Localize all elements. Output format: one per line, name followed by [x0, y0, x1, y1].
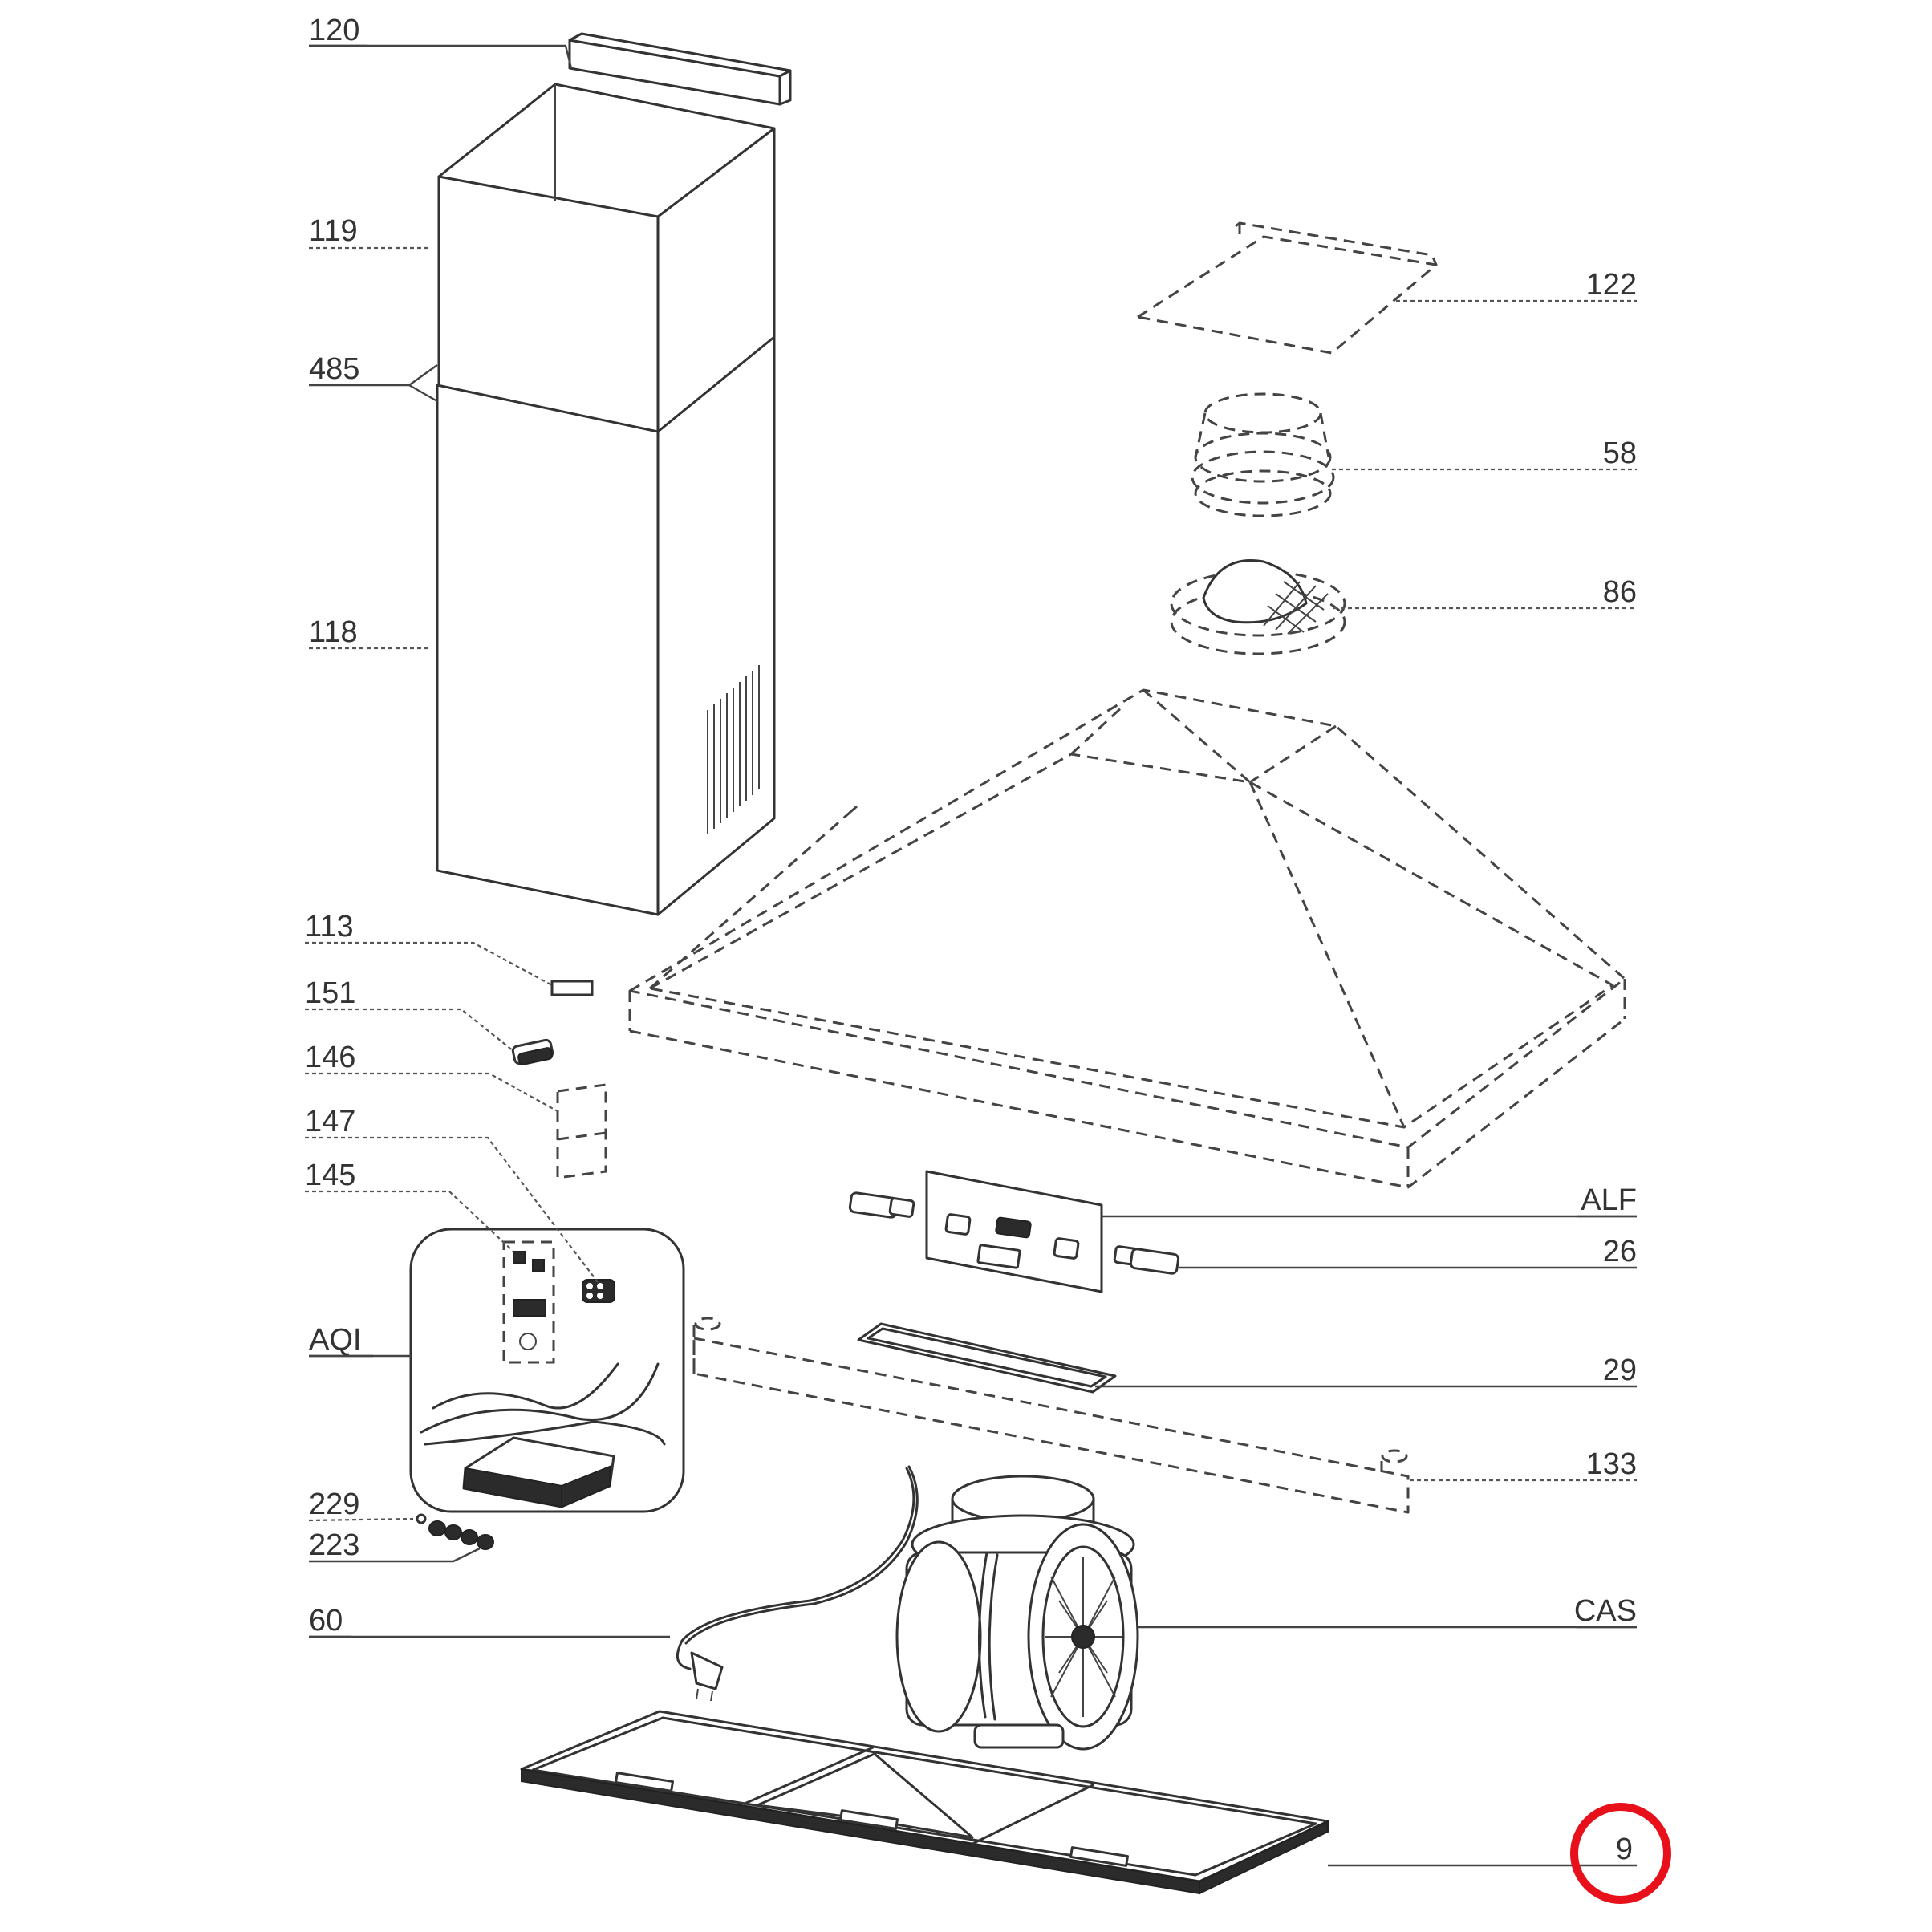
label-133: 133: [1586, 1447, 1637, 1481]
part-151-socket[interactable]: [511, 1038, 554, 1065]
label-58: 58: [1603, 436, 1637, 470]
leader-lines: [305, 44, 1637, 1867]
label-113: 113: [305, 910, 354, 944]
part-147-connector[interactable]: [582, 1279, 615, 1303]
power-plug[interactable]: [690, 1651, 724, 1702]
part-cas-blower[interactable]: [895, 1475, 1139, 1751]
part-145-control-board[interactable]: [502, 1240, 555, 1364]
label-aqi: AQI: [309, 1323, 361, 1357]
part-119-upper-chimney[interactable]: [437, 83, 776, 435]
label-underlines: [309, 44, 1637, 1638]
aqi-kit-box[interactable]: [409, 1228, 685, 1513]
part-labels: 120 119 485 118 113 151 146 147 145 AQI …: [305, 14, 1637, 1866]
label-86: 86: [1603, 575, 1637, 609]
label-cas: CAS: [1574, 1594, 1637, 1628]
knob-right[interactable]: [1113, 1245, 1180, 1275]
label-26: 26: [1603, 1235, 1637, 1268]
part-9-grease-filters[interactable]: [520, 1710, 1329, 1895]
part-229-223-knobs[interactable]: [416, 1513, 494, 1550]
vent-slots: [707, 665, 760, 834]
knob-left[interactable]: [848, 1191, 915, 1219]
label-223: 223: [309, 1528, 359, 1562]
label-145: 145: [305, 1159, 355, 1192]
label-119: 119: [309, 214, 358, 248]
part-122-plate[interactable]: [1136, 221, 1438, 355]
label-120: 120: [309, 14, 359, 47]
part-58-duct-collar[interactable]: [1191, 392, 1335, 518]
part-146-bracket[interactable]: [556, 1083, 607, 1179]
part-120-chimney-bracket[interactable]: [568, 32, 792, 106]
label-122: 122: [1586, 268, 1637, 302]
label-alf: ALF: [1581, 1183, 1637, 1217]
label-485: 485: [309, 352, 359, 386]
label-151: 151: [305, 976, 355, 1010]
part-113-light-window[interactable]: [550, 980, 594, 996]
label-147: 147: [305, 1105, 355, 1138]
part-alf-control-panel[interactable]: [848, 1170, 1180, 1293]
hood-body[interactable]: [628, 688, 1626, 1189]
part-133-rail[interactable]: [692, 1317, 1410, 1514]
highlight-circle-part-9: [1570, 1803, 1671, 1904]
part-118-lower-chimney[interactable]: [436, 335, 776, 916]
label-146: 146: [305, 1041, 355, 1074]
part-86-flap-valve[interactable]: [1170, 559, 1346, 656]
control-module[interactable]: [462, 1436, 615, 1508]
label-9: 9: [1616, 1833, 1633, 1866]
label-29: 29: [1603, 1354, 1637, 1387]
label-229: 229: [309, 1488, 359, 1521]
part-60-power-cord[interactable]: [676, 1465, 919, 1702]
label-60: 60: [309, 1604, 343, 1638]
label-118: 118: [309, 615, 358, 649]
part-29-light-cover[interactable]: [857, 1322, 1117, 1394]
